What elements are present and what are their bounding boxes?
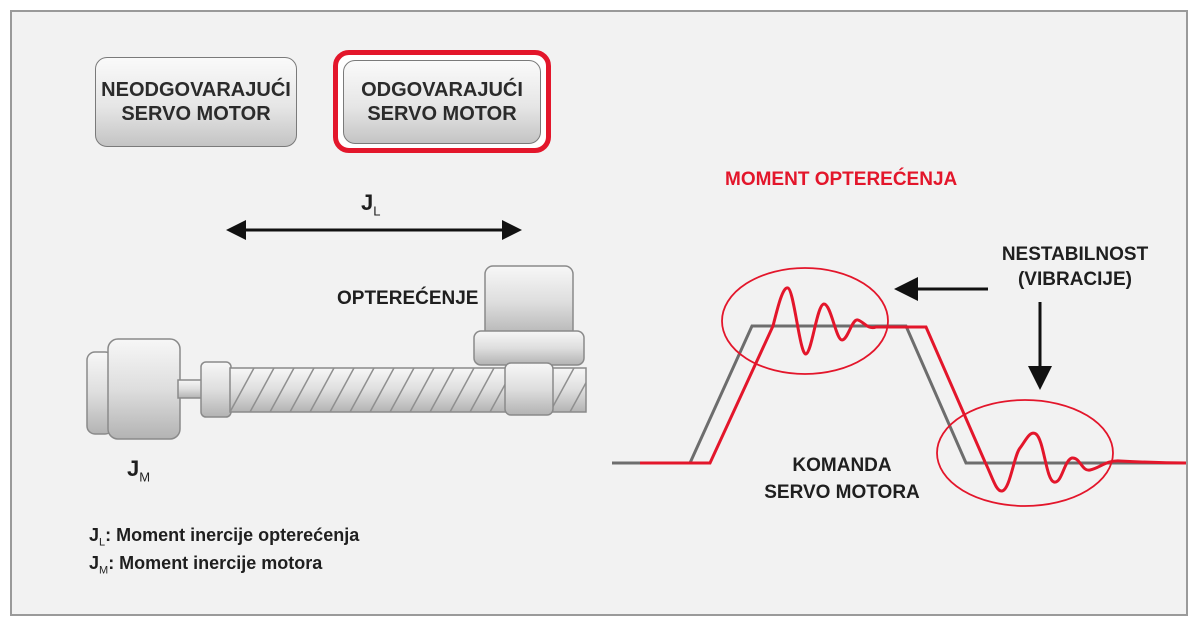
servo-command-label: KOMANDA SERVO MOTORA: [764, 455, 920, 503]
inertia-range-arrow: [226, 220, 522, 240]
servo-command-curve: [612, 324, 1186, 465]
load-label: OPTEREĆENJE: [337, 288, 479, 309]
unsuitable-servo-motor-label: NEODGOVARAJUĆI SERVO MOTOR: [101, 79, 291, 125]
legend-load-inertia: JL: Moment inercije opterećenja: [89, 525, 360, 549]
instability-arrow-left: [894, 277, 988, 301]
instability-ellipse-top: [721, 267, 889, 375]
load-inertia-symbol: JL: [361, 190, 381, 219]
load-moment-curve: [640, 286, 1187, 493]
legend-motor-inertia: JM: Moment inercije motora: [89, 553, 323, 577]
unsuitable-servo-motor-box: NEODGOVARAJUĆI SERVO MOTOR: [95, 57, 297, 147]
load-carriage-drawing: [473, 265, 585, 416]
suitable-servo-motor-label: ODGOVARAJUĆI SERVO MOTOR: [361, 79, 523, 125]
instability-arrow-down: [1028, 302, 1052, 390]
suitable-servo-motor-box: ODGOVARAJUĆI SERVO MOTOR: [343, 60, 541, 144]
servo-motor-drawing: [86, 338, 232, 440]
instability-label: NESTABILNOST (VIBRACIJE): [1001, 244, 1149, 290]
load-moment-label: MOMENT OPTEREĆENJA: [725, 169, 958, 190]
instability-ellipse-bottom: [936, 399, 1114, 507]
motor-inertia-symbol: JM: [127, 456, 151, 485]
